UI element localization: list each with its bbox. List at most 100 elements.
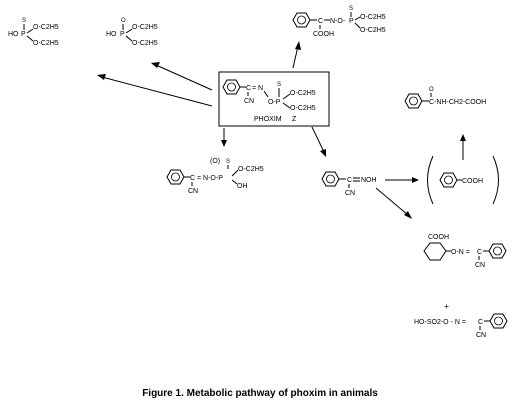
molecule-hippuric-acid: O C-NH-CH2-COOH — [404, 87, 486, 109]
oxime-group: NOH — [361, 177, 377, 184]
bond — [263, 90, 269, 98]
benzene-ring — [292, 12, 311, 28]
ethoxy-group-1: O-C2H5 — [290, 90, 316, 97]
oxy-phosphorus: O-P — [268, 99, 281, 106]
bond — [354, 16, 361, 21]
benzene-ring — [439, 172, 458, 188]
plus-sign: + — [444, 301, 449, 311]
arrowhead — [295, 41, 301, 50]
phoxim-box: C = N CN O-P S O-C2H5 O-C2H5 PHOXIM Z — [218, 71, 330, 127]
bond — [354, 22, 361, 29]
ethoxy-group-2: O-C2H5 — [360, 27, 386, 34]
carbonyl-oxygen: O — [429, 87, 434, 93]
benzene-aromatic-circle — [297, 15, 306, 25]
right-parenthesis — [492, 155, 499, 205]
benzene-aromatic-circle — [444, 175, 453, 185]
oxime-double-bond: = N — [252, 85, 263, 92]
arrowhead — [460, 134, 466, 141]
benzene-aromatic-circle — [409, 96, 418, 106]
arrowhead — [221, 140, 227, 147]
benzene-aromatic-circle — [227, 82, 236, 92]
bond — [26, 28, 34, 34]
sulfur-atom: S — [22, 18, 26, 24]
benzene-ring — [222, 79, 241, 95]
glycine-chain: C-NH-CH2-COOH — [429, 99, 486, 106]
cyano-group: CN — [244, 98, 254, 105]
bond — [282, 102, 291, 109]
phosphorus-atom: P — [21, 31, 26, 38]
oxime-ether: O-N = — [451, 249, 470, 256]
arrowhead — [320, 149, 326, 157]
phosphorus-atom: P — [349, 18, 354, 25]
benzene-aromatic-circle — [326, 174, 335, 184]
cyano-group: CN — [476, 332, 486, 339]
oxime-chain: C = N-O-P — [190, 175, 223, 182]
ethoxy-group-2: O-C2H5 — [290, 105, 316, 112]
arrow-to-oxime — [311, 126, 325, 153]
sulfate-chain: HO-SO2-O - N = — [414, 319, 466, 326]
benzene-ring — [166, 169, 185, 185]
carbon-atom: C — [347, 177, 352, 184]
bond — [231, 179, 238, 185]
carbon-atom: C — [477, 249, 482, 256]
molecule-sulfate-conjugate: HO-SO2-O - N = C CN — [414, 313, 508, 339]
arrow-to-carboxy-phoxim — [292, 45, 299, 69]
sulfur-atom: S — [277, 82, 281, 88]
molecule-hydroxy-metabolite: (O) S C = N-O-P CN O-C2H5 OH — [166, 158, 264, 195]
molecule-oxime: C NOH CN — [321, 171, 377, 197]
carboxyl-group: COOH — [428, 234, 449, 241]
phoxim-number-label: Z — [292, 116, 297, 123]
bond — [125, 35, 133, 42]
oxygen-atom: O — [121, 18, 126, 24]
benzene-ring — [321, 171, 340, 187]
oxime-ether: N-O- — [330, 18, 346, 25]
phoxim-name-label: PHOXIM — [254, 116, 282, 123]
left-parenthesis — [427, 155, 434, 205]
bond — [26, 35, 34, 42]
carboxyl-group: COOH — [462, 178, 483, 185]
arrowhead — [97, 74, 106, 80]
ethoxy-group: O-C2H5 — [238, 166, 264, 173]
cyano-group: CN — [188, 188, 198, 195]
oxo-optional-label: (O) — [210, 158, 220, 165]
bond — [282, 93, 291, 100]
ethoxy-group-1: O-C2H5 — [33, 24, 59, 31]
molecule-diethyl-thiophosphate: S HO P O-C2H5 O-C2H5 — [8, 18, 59, 47]
benzene-aromatic-circle — [171, 172, 180, 182]
ethoxy-group-1: O-C2H5 — [132, 24, 158, 31]
arrow-to-thiophosphate — [101, 76, 213, 107]
hydroxy-group: HO — [106, 31, 117, 38]
bond — [125, 28, 133, 34]
cyano-group: CN — [475, 262, 485, 269]
figure-caption: Figure 1. Metabolic pathway of phoxim in… — [142, 388, 378, 399]
ethoxy-group-2: O-C2H5 — [132, 40, 158, 47]
benzene-ring — [488, 243, 507, 259]
benzene-ring — [404, 93, 423, 109]
glucuronic-ring — [423, 242, 447, 261]
ethoxy-group-2: O-C2H5 — [33, 40, 59, 47]
reaction-arrows — [97, 41, 466, 219]
hydroxy-group: OH — [237, 183, 248, 190]
bond — [231, 169, 239, 177]
ethoxy-group-1: O-C2H5 — [360, 14, 386, 21]
hydroxy-group: HO — [8, 31, 19, 38]
molecule-glucuronide: COOH O-N = C CN — [423, 234, 507, 269]
phosphorus-atom: P — [120, 31, 125, 38]
arrowhead — [404, 211, 412, 219]
carbon-atom: C — [318, 18, 323, 25]
cyano-group: CN — [345, 190, 355, 197]
sulfur-atom: S — [226, 159, 230, 165]
carbon-atom: C — [478, 319, 483, 326]
arrow-to-phosphate — [155, 64, 213, 91]
arrow-to-glucuronide — [375, 187, 409, 216]
molecule-diethyl-phosphate: O HO P O-C2H5 O-C2H5 — [106, 18, 158, 47]
molecule-carboxy-phoxim: C N-O- COOH S P O-C2H5 O-C2H5 — [292, 6, 386, 38]
benzene-aromatic-circle — [493, 246, 502, 256]
phoxim-frame — [218, 71, 330, 127]
benzene-ring — [489, 313, 508, 329]
molecule-benzoic-acid: COOH — [427, 155, 499, 205]
carboxyl-group: COOH — [313, 31, 334, 38]
arrowhead — [412, 177, 419, 183]
